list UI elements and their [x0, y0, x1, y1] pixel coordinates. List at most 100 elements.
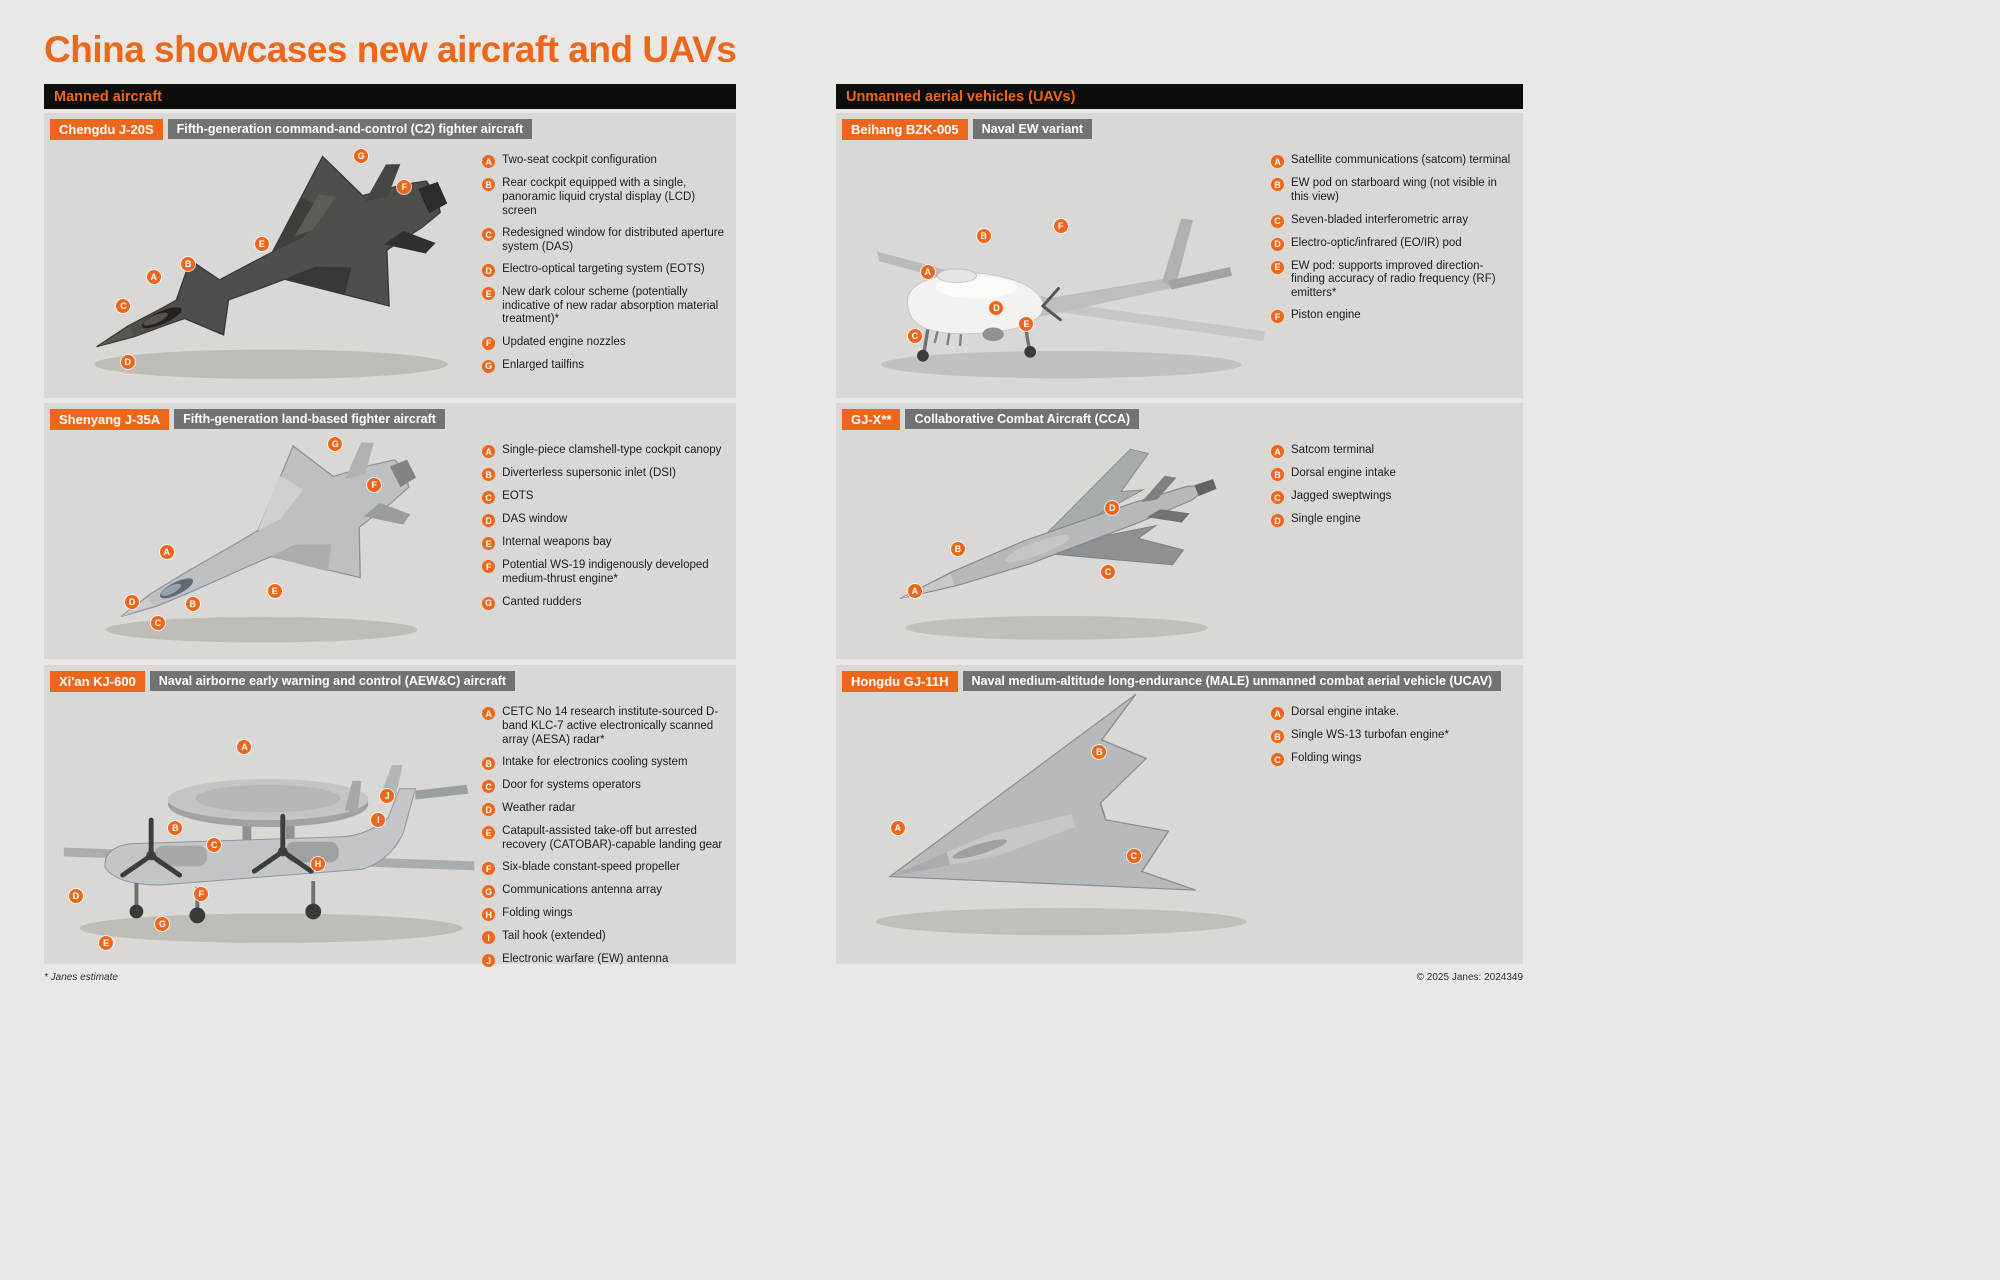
aircraft-name-label-j35a: Shenyang J-35A: [50, 409, 170, 431]
callout-marker-kj600-i: I: [371, 813, 386, 828]
feature-letter-badge: G: [482, 359, 496, 373]
feature-letter-badge: B: [1271, 178, 1285, 192]
section-header-bar: Unmanned aerial vehicles (UAVs): [836, 84, 1523, 110]
feature-text: Catapult-assisted take-off but arrested …: [502, 825, 723, 851]
footer: * Janes estimate © 2025 Janes: 2024349: [44, 972, 1523, 983]
feature-letter-badge: A: [1271, 445, 1285, 459]
feature-letter-badge: H: [482, 908, 496, 922]
feature-letter-badge: A: [482, 445, 496, 459]
callout-marker-kj600-j: J: [380, 788, 395, 803]
feature-text: Piston engine: [1291, 309, 1361, 322]
callout-marker-kj600-e: E: [99, 935, 114, 950]
feature-text: Folding wings: [502, 907, 573, 920]
callout-marker-kj600-d: D: [68, 889, 83, 904]
feature-letter-badge: B: [1271, 730, 1285, 744]
feature-letter-badge: B: [1271, 468, 1285, 482]
feature-text: Enlarged tailfins: [502, 358, 584, 371]
feature-item: E Internal weapons bay: [482, 536, 726, 551]
aircraft-name-label-gj11h: Hongdu GJ-11H: [842, 671, 958, 693]
feature-item: A Satcom terminal: [1271, 444, 1513, 459]
callout-marker-kj600-c: C: [207, 837, 222, 852]
feature-letter-badge: E: [482, 537, 496, 551]
column-uavs: Unmanned aerial vehicles (UAVs) Beihang B…: [836, 84, 1523, 965]
feature-text: DAS window: [502, 513, 568, 526]
callout-marker-j35a-c: C: [151, 615, 166, 630]
feature-letter-badge: B: [482, 757, 496, 771]
section-header-label: Unmanned aerial vehicles (UAVs): [846, 88, 1076, 105]
aircraft-subtitle-label-j20s: Fifth-generation command-and-control (C2…: [167, 119, 533, 140]
feature-text: Satcom terminal: [1291, 444, 1375, 457]
feature-letter-badge: C: [1271, 214, 1285, 228]
feature-text: Tail hook (extended): [502, 930, 606, 943]
callout-marker-bzk005-b: B: [976, 228, 991, 243]
feature-text: New dark colour scheme (potentially indi…: [502, 286, 719, 326]
callout-marker-j35a-a: A: [159, 544, 174, 559]
j35a-aircraft-render: [105, 442, 418, 643]
panel-gjx: GJ-X**Collaborative Combat Aircraft (CCA…: [836, 403, 1523, 660]
feature-text: Two-seat cockpit configuration: [502, 154, 657, 167]
feature-letter-badge: D: [1271, 514, 1285, 528]
feature-text: Dorsal engine intake: [1291, 467, 1396, 480]
feature-letter-badge: A: [1271, 155, 1285, 169]
callout-marker-j35a-e: E: [267, 583, 282, 598]
kj600-aircraft-render: [63, 765, 475, 944]
callout-marker-gjx-b: B: [950, 542, 965, 557]
feature-letter-badge: A: [482, 707, 496, 721]
aircraft-subtitle-label-gjx: Collaborative Combat Aircraft (CCA): [905, 409, 1140, 430]
feature-text: Weather radar: [502, 802, 576, 815]
feature-text: Redesigned window for distributed apertu…: [502, 227, 724, 253]
feature-item: F Six-blade constant-speed propeller: [482, 861, 726, 876]
page-title: China showcases new aircraft and UAVs: [44, 29, 737, 70]
aircraft-name-label-j20s: Chengdu J-20S: [50, 119, 163, 141]
feature-text: EOTS: [502, 490, 534, 503]
callout-marker-gjx-a: A: [907, 583, 922, 598]
feature-letter-badge: B: [482, 178, 496, 192]
feature-text: Internal weapons bay: [502, 536, 612, 549]
callout-marker-bzk005-a: A: [920, 264, 935, 279]
callout-marker-gj11h-b: B: [1092, 745, 1107, 760]
callout-marker-gj11h-a: A: [890, 821, 905, 836]
feature-text: Six-blade constant-speed propeller: [502, 861, 680, 874]
j20s-aircraft-render: [94, 155, 448, 380]
feature-letter-badge: G: [482, 885, 496, 899]
feature-letter-badge: A: [1271, 707, 1285, 721]
feature-text: Folding wings: [1291, 752, 1362, 765]
callout-marker-kj600-a: A: [237, 739, 252, 754]
feature-text: Electro-optic/infrared (EO/IR) pod: [1291, 236, 1462, 249]
callout-marker-gj11h-c: C: [1126, 848, 1141, 863]
callout-marker-j35a-g: G: [328, 437, 343, 452]
aircraft-subtitle-label-j35a: Fifth-generation land-based fighter airc…: [174, 409, 445, 430]
callout-marker-j20s-c: C: [116, 298, 131, 313]
callout-marker-kj600-f: F: [194, 886, 209, 901]
callout-marker-j20s-d: D: [120, 355, 135, 370]
feature-letter-badge: F: [482, 862, 496, 876]
